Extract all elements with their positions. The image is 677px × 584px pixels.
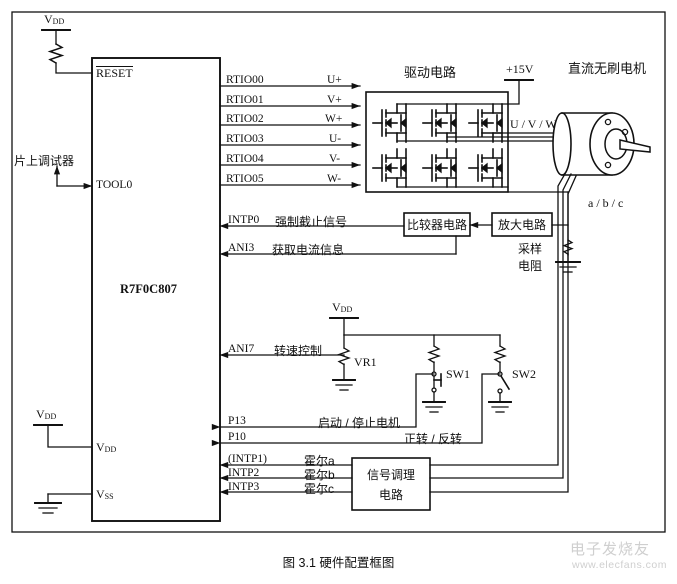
signal-conditioning-label-line2: 电路: [378, 488, 403, 502]
drive-circuit-label: 驱动电路: [404, 65, 457, 80]
mcu-vdd-supply-label: VDD: [36, 407, 57, 421]
signal-u-plus: U+: [327, 74, 342, 86]
switch1-label: SW1: [446, 367, 470, 381]
motor-phase-label: U / V / W: [510, 117, 557, 131]
signal-conditioning-box: [351, 457, 431, 511]
pin-intp3: INTP3: [228, 481, 260, 493]
mcu-box: [91, 57, 221, 522]
reset-vdd-label: VDD: [44, 12, 65, 26]
signal-hall-a: 霍尔a: [304, 454, 335, 468]
potentiometer-label: VR1: [354, 355, 377, 369]
motor-hall-label: a / b / c: [588, 196, 624, 210]
amplifier-circuit-label: 放大电路: [497, 218, 546, 232]
on-chip-debugger-label: 片上调试器: [14, 154, 75, 168]
pin-p10: P10: [228, 431, 246, 443]
pot-vdd-label: VDD: [332, 300, 353, 314]
comparator-circuit-label: 比较器电路: [406, 218, 467, 232]
signal-hall-b: 霍尔b: [304, 468, 335, 482]
pin-rtio00: RTIO00: [226, 74, 264, 86]
sampling-resistor-label-line2: 电阻: [518, 259, 543, 273]
pin-vss: VSS: [96, 487, 114, 501]
mcu-part-name: R7F0C807: [120, 282, 177, 296]
signal-start-stop: 启动 / 停止电机: [318, 416, 401, 430]
pin-reset: RESET: [96, 66, 133, 80]
signal-speed-control: 转速控制: [274, 344, 323, 358]
watermark-url: www.elecfans.com: [572, 559, 667, 571]
signal-v-plus: V+: [327, 94, 342, 106]
signal-conditioning-label-line1: 信号调理: [366, 468, 415, 482]
pin-tool0: TOOL0: [96, 179, 133, 191]
pin-intp2: INTP2: [228, 467, 260, 479]
signal-u-minus: U-: [329, 133, 342, 145]
figure-caption: 图 3.1 硬件配置框图: [282, 556, 395, 570]
pin-vdd: VDD: [96, 440, 117, 454]
pin-rtio05: RTIO05: [226, 173, 264, 185]
signal-current-sense: 获取电流信息: [272, 243, 345, 257]
pin-rtio01: RTIO01: [226, 94, 264, 106]
pin-rtio04: RTIO04: [226, 153, 264, 165]
pin-p13: P13: [228, 415, 246, 427]
signal-hall-c: 霍尔c: [304, 482, 335, 496]
signal-v-minus: V-: [329, 153, 341, 165]
sampling-resistor-label-line1: 采样: [518, 242, 543, 256]
pin-ani7: ANI7: [228, 343, 255, 355]
signal-w-plus: W+: [325, 113, 343, 125]
figure-border: [11, 11, 666, 533]
watermark-logo: 电子发烧友: [570, 541, 651, 558]
signal-w-minus: W-: [327, 173, 342, 185]
signal-forced-cutoff: 强制截止信号: [275, 215, 348, 229]
pin-intp1: (INTP1): [228, 453, 267, 465]
drive-supply-label: +15V: [506, 62, 534, 76]
pin-rtio02: RTIO02: [226, 113, 264, 125]
switch2-label: SW2: [512, 367, 536, 381]
signal-forward-reverse: 正转 / 反转: [404, 432, 463, 446]
motor-label: 直流无刷电机: [568, 61, 647, 76]
pin-intp0: INTP0: [228, 214, 260, 226]
pin-rtio03: RTIO03: [226, 133, 264, 145]
drive-circuit-box: [365, 91, 509, 193]
pin-ani3: ANI3: [228, 242, 255, 254]
